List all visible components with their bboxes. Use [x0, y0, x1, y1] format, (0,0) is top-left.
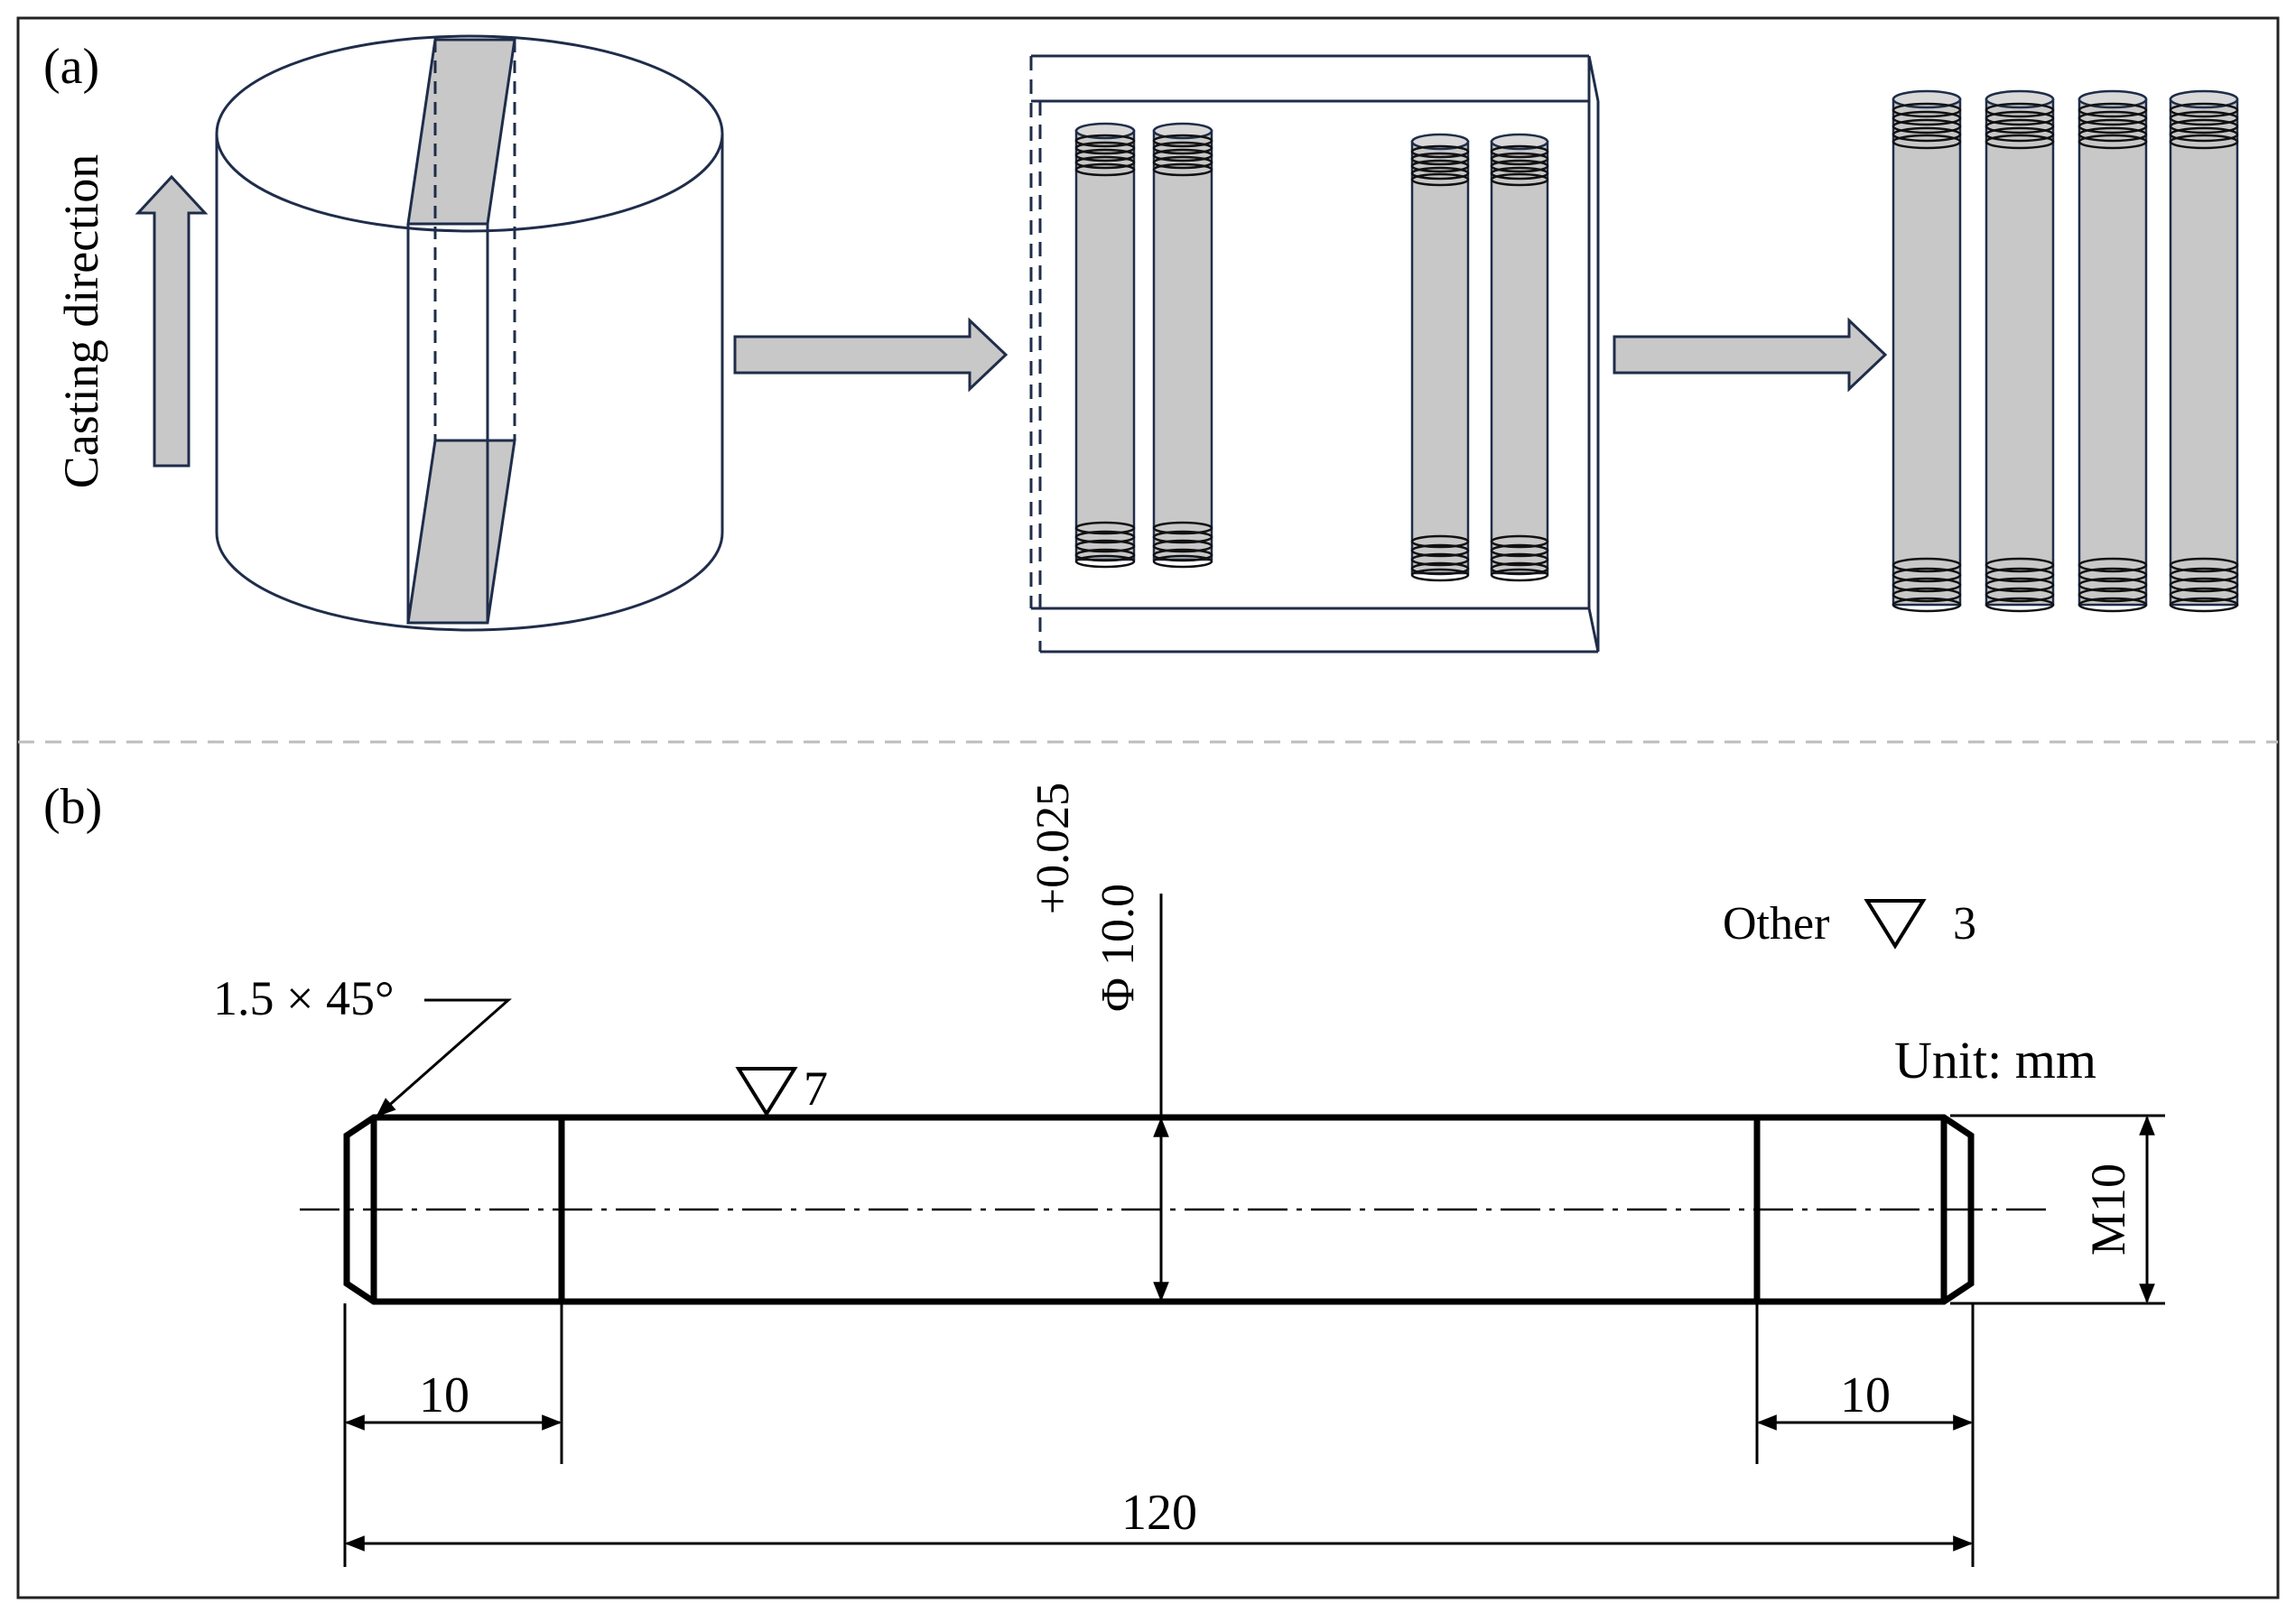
roughness-main-value: 7 — [804, 1061, 828, 1116]
specimen-rod-3 — [2078, 89, 2148, 613]
other-roughness-value: 3 — [1953, 898, 1976, 950]
box-rod-3 — [1410, 133, 1470, 582]
chamfer-label: 1.5 × 45° — [213, 971, 395, 1025]
unit-label: Unit: mm — [1894, 1031, 2096, 1089]
roughness-symbol-icon — [735, 1067, 798, 1117]
dim-right-value: 10 — [1840, 1367, 1891, 1423]
cut-slab — [406, 38, 516, 625]
box-rod-1 — [1074, 122, 1136, 569]
casting-direction-label: Casting direction — [54, 154, 108, 488]
panel-a: (a) Casting direction — [43, 34, 2239, 653]
diameter-tolerance: +0.025 — [1027, 783, 1079, 914]
dim-left-value: 10 — [419, 1367, 469, 1423]
panel-b: (b) 1.5 × 45° 7 +0.025 Φ 10.0 Other 3 Un… — [43, 779, 2165, 1567]
specimen-rod-2 — [1985, 89, 2055, 613]
panel-a-label: (a) — [43, 39, 99, 95]
outer-frame — [16, 16, 2280, 1599]
slab-box — [1029, 54, 1600, 653]
panel-b-label: (b) — [43, 779, 102, 835]
other-roughness-icon — [1864, 899, 1927, 950]
other-roughness-label: Other — [1723, 898, 1829, 950]
dim-total-value: 120 — [1121, 1485, 1197, 1541]
diameter-label: Φ 10.0 — [1092, 884, 1144, 1012]
casting-direction-arrow — [135, 174, 209, 468]
specimen-rod-4 — [2169, 89, 2239, 613]
process-arrow-2 — [1613, 317, 1888, 393]
specimen-outline — [343, 1114, 1975, 1305]
box-rod-4 — [1490, 133, 1549, 582]
box-rod-2 — [1152, 122, 1213, 569]
thread-label: M10 — [2081, 1163, 2135, 1256]
chamfer-leader — [376, 998, 512, 1117]
process-arrow-1 — [733, 317, 1009, 393]
specimen-rod-1 — [1892, 89, 1962, 613]
